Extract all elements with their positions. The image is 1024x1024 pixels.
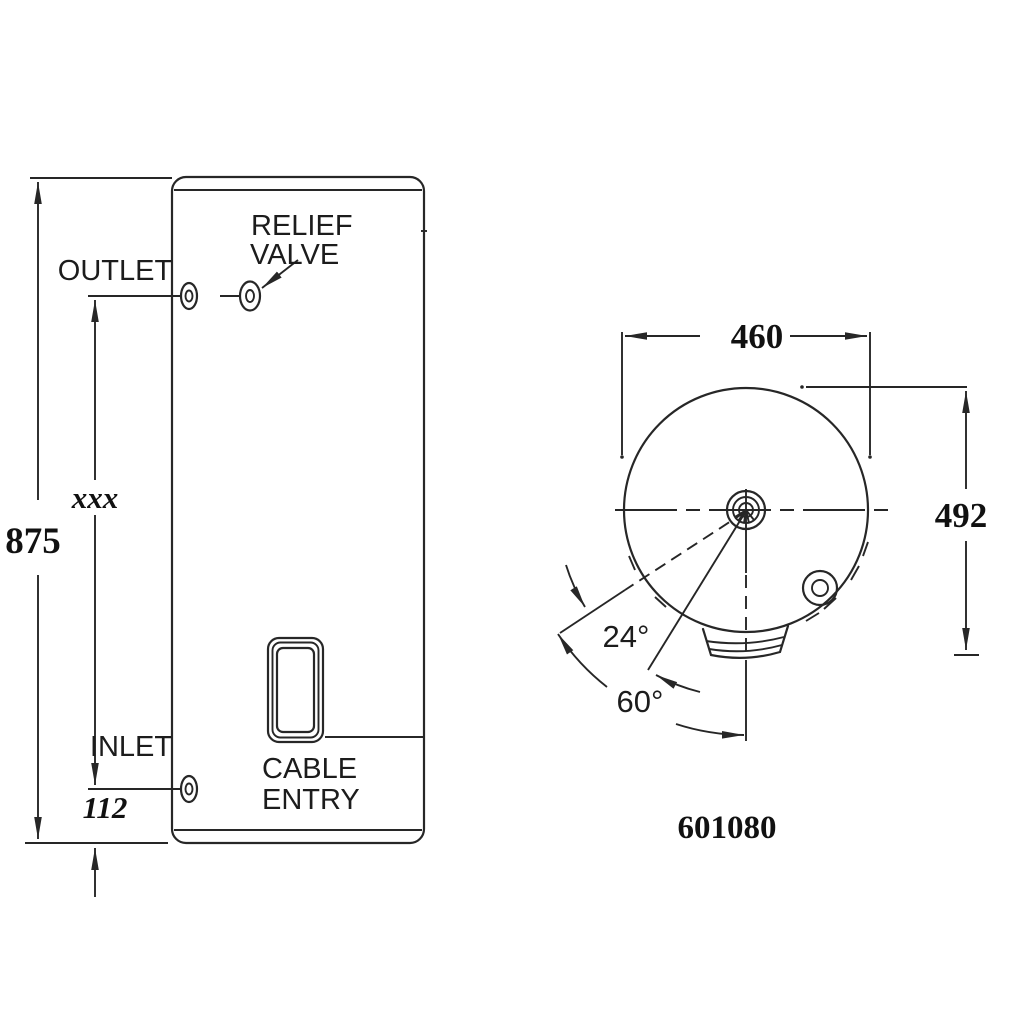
part-number: 601080 bbox=[678, 810, 777, 846]
top-view bbox=[559, 386, 890, 741]
tank-outline bbox=[170, 175, 426, 845]
relief-angle-arc-upper bbox=[565, 564, 586, 608]
inlet-height-dim-text: 112 bbox=[83, 790, 128, 825]
cable-entry-label-line1: CABLE bbox=[262, 753, 357, 785]
cable-cover-tab bbox=[701, 624, 790, 659]
rim-notches bbox=[628, 541, 869, 622]
cable-angle-arc-right bbox=[675, 723, 745, 739]
overall-height-dim-text: 875 bbox=[5, 521, 61, 562]
relief-angle-radial-extension bbox=[559, 589, 626, 634]
relief-angle-arc-lower bbox=[655, 674, 701, 693]
depth-dim-text: 492 bbox=[935, 496, 988, 535]
annotations: OUTLET RELIEF VALVE INLET CABLE ENTRY 87… bbox=[5, 210, 987, 846]
front-view-dimensions bbox=[25, 177, 239, 897]
outlet-label: OUTLET bbox=[58, 255, 173, 287]
outlet-port bbox=[179, 281, 199, 311]
outlet-to-inlet-dim-text: xxx bbox=[71, 480, 119, 515]
relief-angle-text: 24° bbox=[603, 619, 650, 654]
relief-valve-label-line2: VALVE bbox=[250, 239, 339, 271]
top-view-dimensions bbox=[557, 332, 979, 739]
inlet-label: INLET bbox=[90, 731, 172, 763]
relief-angle-radial-dashed bbox=[624, 511, 746, 591]
cable-entry-bezel bbox=[266, 636, 325, 744]
cable-angle-arc-left bbox=[557, 633, 608, 688]
cable-angle-text: 60° bbox=[617, 684, 664, 719]
relief-valve-port bbox=[238, 280, 262, 312]
diameter-dim-text: 460 bbox=[731, 317, 784, 356]
small-port bbox=[801, 569, 839, 607]
front-view bbox=[170, 175, 427, 845]
boss-fan-lines bbox=[734, 509, 755, 524]
inlet-port bbox=[179, 774, 199, 804]
cable-angle-radial-line bbox=[647, 510, 747, 671]
relief-valve-label-line1: RELIEF bbox=[251, 210, 353, 242]
relief-valve-leader-arrow bbox=[261, 259, 299, 289]
cable-entry-label-line2: ENTRY bbox=[262, 784, 360, 816]
